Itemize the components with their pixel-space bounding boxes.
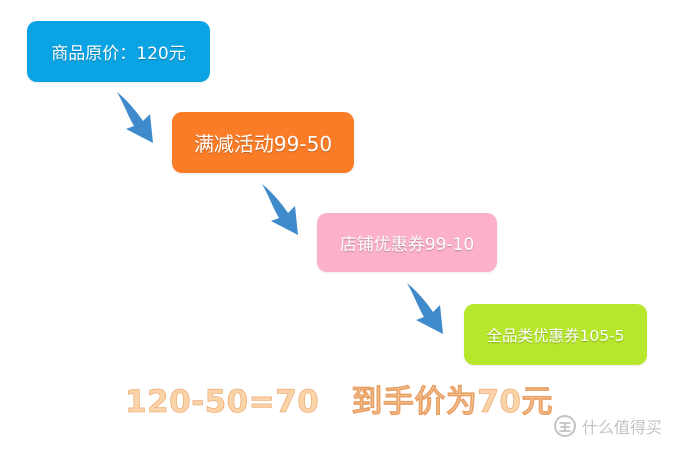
step-full-reduction: 满减活动99-50 [172, 112, 354, 173]
zhi-logo-icon [554, 415, 576, 437]
step-original-price-label: 商品原价：120元 [51, 44, 186, 64]
watermark: 什么值得买 [553, 414, 662, 438]
step-original-price: 商品原价：120元 [27, 21, 210, 82]
curved-arrow-icon [117, 92, 153, 143]
step-store-coupon: 店铺优惠券99-10 [317, 213, 497, 272]
final-price-summary: 到手价为70元 [351, 384, 553, 421]
step-store-coupon-label: 店铺优惠券99-10 [339, 235, 475, 255]
final-price-calculation: 120-50=70 [125, 384, 320, 421]
step-category-coupon: 全品类优惠券105-5 [464, 304, 647, 365]
final-price-result: 120-50=70 到手价为70元 [125, 376, 553, 421]
curved-arrow-icon [407, 283, 443, 334]
watermark-text: 什么值得买 [582, 418, 663, 437]
curved-arrow-icon [262, 184, 298, 235]
step-full-reduction-label: 满减活动99-50 [193, 132, 333, 156]
step-category-coupon-label: 全品类优惠券105-5 [486, 326, 625, 345]
